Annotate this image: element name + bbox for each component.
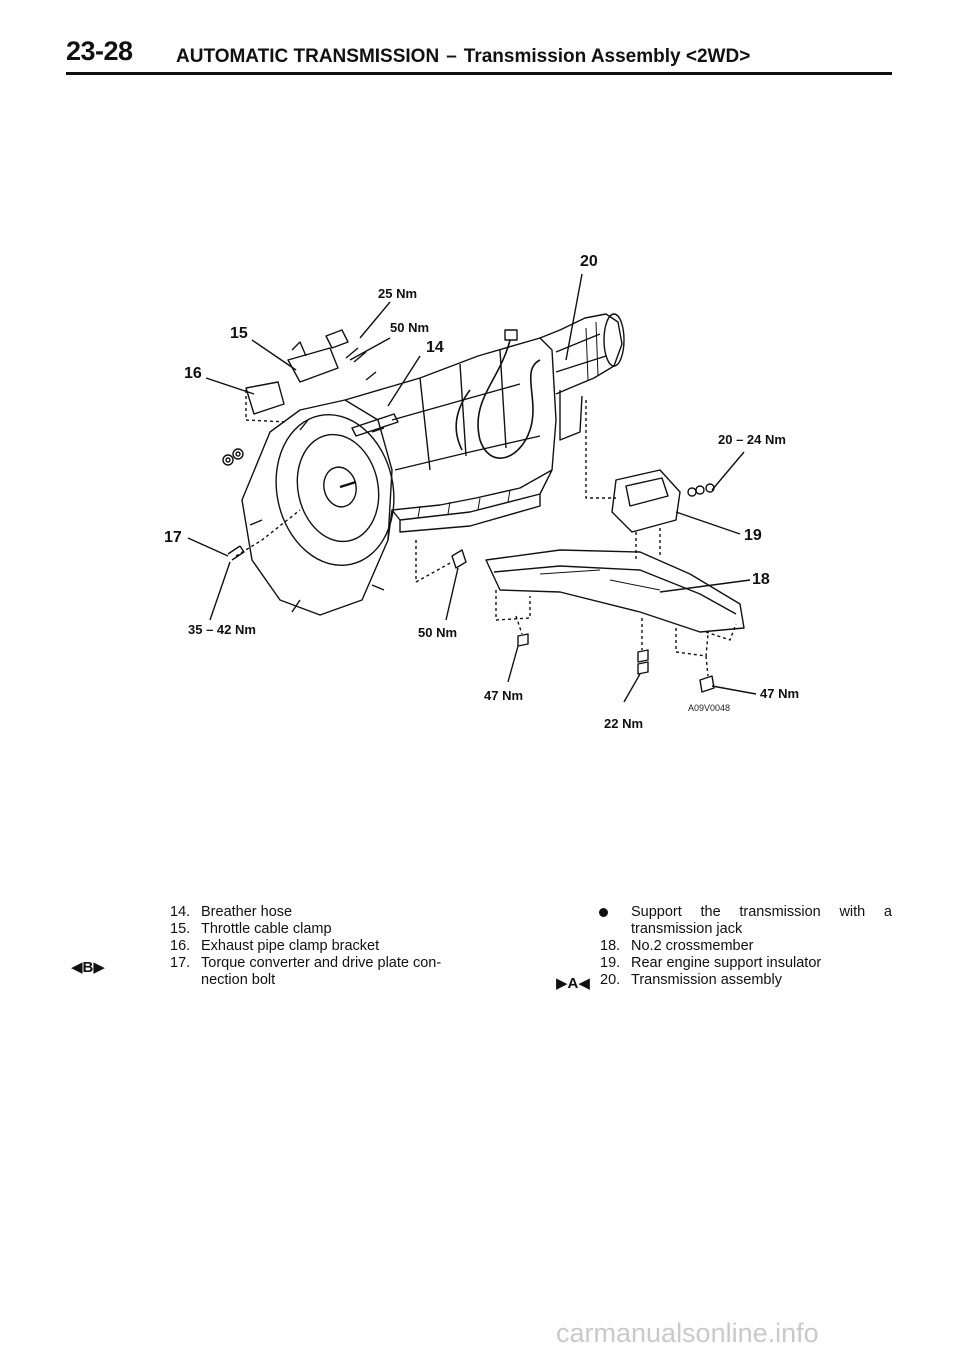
breather-hose: [351, 413, 399, 437]
header-rule: [66, 72, 892, 75]
leader-47nm-left: [507, 645, 519, 683]
crossmember: [485, 549, 745, 633]
leader-2024nm: [711, 451, 745, 491]
callout-17: 17: [164, 529, 182, 546]
callout-19: 19: [744, 527, 762, 544]
leader-19: [675, 511, 741, 535]
leader-14: [387, 355, 421, 407]
legend-item-15: 15.Throttle cable clamp: [170, 921, 332, 937]
installation-marker-a: ▶A◀: [556, 975, 590, 992]
legend-left: 14.Breather hose 15.Throttle cable clamp…: [170, 904, 470, 989]
leader-50nm-low: [445, 567, 459, 621]
legend-item-19: 19.Rear engine support insulator: [600, 955, 822, 971]
leader-18: [659, 579, 751, 593]
torque-50nm-low: 50 Nm: [418, 625, 457, 640]
rear-engine-support-insulator: [611, 469, 681, 533]
subsection-title: Transmission Assembly <2WD>: [463, 46, 751, 67]
diagram-code: A09V0048: [688, 703, 730, 713]
connection-bolt: [227, 545, 245, 561]
legend-item-16: 16.Exhaust pipe clamp bracket: [170, 938, 380, 954]
page-number: 23-28: [66, 36, 133, 66]
converter-housing: [241, 399, 393, 616]
torque-22nm: 22 Nm: [604, 716, 643, 731]
callout-16: 16: [184, 365, 202, 382]
leader-50nm-top: [349, 337, 391, 361]
page-title: AUTOMATIC TRANSMISSION–Transmission Asse…: [176, 46, 750, 68]
bullet-icon: [599, 908, 608, 917]
callout-20: 20: [580, 253, 598, 270]
removal-marker-b: ◀B▶: [71, 959, 105, 976]
page-header: 23-28 AUTOMATIC TRANSMISSION–Transmissio…: [66, 32, 892, 76]
leader-20: [565, 273, 583, 361]
oil-pan: [391, 469, 553, 533]
callout-18: 18: [752, 571, 770, 588]
torque-47nm-left: 47 Nm: [484, 688, 523, 703]
section-title: AUTOMATIC TRANSMISSION: [176, 46, 440, 67]
support-note-continued: transmission jack: [631, 921, 743, 937]
callout-15: 15: [230, 325, 248, 342]
transmission-case: [344, 337, 557, 541]
torque-25nm: 25 Nm: [378, 286, 417, 301]
watermark: carmanualsonline.info: [556, 1318, 819, 1348]
throttle-cable-clamp: [287, 341, 339, 383]
wiring-harness: [477, 339, 541, 459]
leader-17: [187, 537, 229, 557]
leader-25nm: [359, 301, 391, 339]
torque-47nm-right: 47 Nm: [760, 686, 799, 701]
title-dash: –: [446, 46, 457, 67]
legend-item-17-continued: nection bolt: [201, 972, 276, 988]
leader-15: [251, 339, 297, 371]
exhaust-pipe-clamp-bracket: [245, 381, 285, 415]
legend-item-14: 14.Breather hose: [170, 904, 293, 920]
leader-22nm: [623, 673, 641, 703]
leader-3542nm: [209, 561, 231, 621]
legend-item-18: 18.No.2 crossmember: [600, 938, 754, 954]
leader-47nm-right: [711, 685, 757, 695]
support-note: Support the transmission with a: [599, 904, 892, 921]
legend-item-17: 17.Torque converter and drive plate con-: [170, 955, 442, 971]
torque-35-42nm: 35 – 42 Nm: [188, 622, 256, 637]
callout-14: 14: [426, 339, 444, 356]
torque-converter-face: [275, 413, 395, 567]
torque-50nm-top: 50 Nm: [390, 320, 429, 335]
torque-20-24nm: 20 – 24 Nm: [718, 432, 786, 447]
leader-16: [205, 377, 255, 395]
legend-item-20: 20.Transmission assembly: [600, 972, 782, 988]
legend-right: Support the transmission with a transmis…: [599, 904, 892, 989]
